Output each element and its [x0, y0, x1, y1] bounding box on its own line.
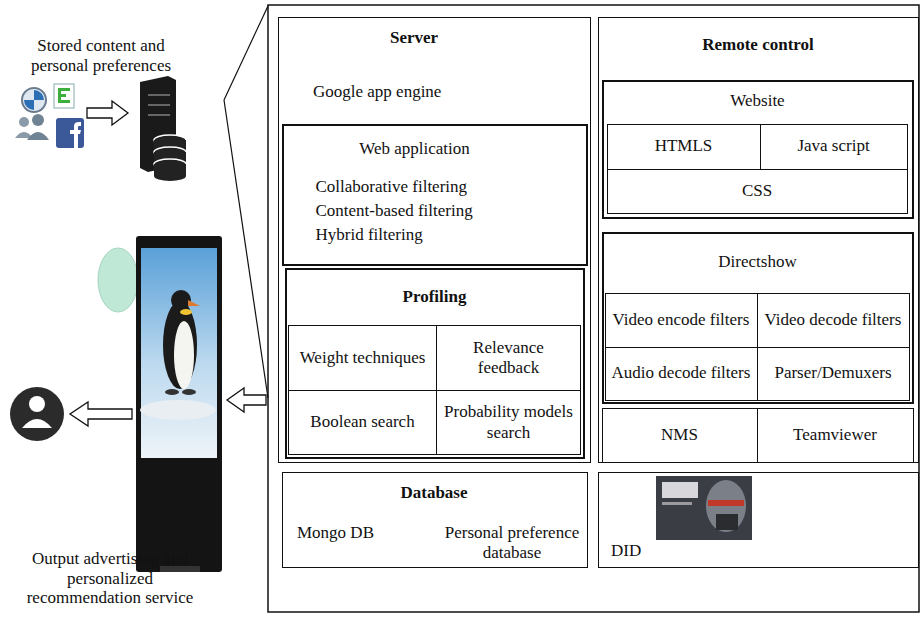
box-text: Mongo DB	[297, 523, 427, 543]
box-heading: Directshow	[604, 252, 912, 272]
component-cell: Parser/Demuxers	[757, 347, 910, 401]
server-icon	[140, 76, 186, 181]
box-heading: Teamviewer	[793, 425, 877, 445]
component-cell: CSS	[607, 169, 908, 214]
box-heading: Weight techniques	[300, 348, 426, 368]
box-heading: Audio decode filters	[612, 363, 751, 383]
module-box: DirectshowVideo encode filters Video deco…	[602, 232, 914, 404]
box-heading: DID	[611, 541, 671, 561]
box-heading: Website	[604, 91, 912, 111]
box-text: Personal preference database	[441, 523, 583, 564]
component-cell: Relevance feedback	[436, 325, 581, 391]
module-box: ServerGoogle app engineWeb applicationCo…	[278, 17, 591, 463]
component-cell: Probability models search	[436, 390, 581, 455]
kiosk-display	[136, 236, 222, 572]
content-icons	[15, 84, 84, 148]
caption-label: Stored content and personal preferences	[8, 36, 194, 75]
box-text: Hybrid filtering	[316, 225, 576, 245]
box-text: Content-based filtering	[316, 201, 576, 221]
component-cell: Java script	[760, 124, 908, 170]
module-box: Remote controlWebsiteHTMLS Java scriptCSS…	[598, 17, 919, 463]
module-box: DatabaseMongo DB Personal preference data…	[282, 472, 588, 568]
component-cell: HTMLS	[607, 124, 761, 170]
box-heading: Database	[283, 483, 585, 503]
bracket-line	[224, 100, 268, 398]
sensor-device	[98, 248, 138, 312]
box-heading: Server	[279, 28, 549, 48]
module-box: DID	[598, 472, 919, 568]
module-box: Web applicationCollaborative filteringCo…	[282, 124, 588, 266]
box-heading: Video decode filters	[765, 310, 902, 330]
box-heading: Parser/Demuxers	[774, 363, 891, 383]
component-cell: Video encode filters	[605, 293, 758, 348]
component-cell: NMS	[602, 408, 758, 463]
box-text: Google app engine	[313, 82, 563, 102]
poster-image	[656, 476, 752, 540]
box-heading: Boolean search	[310, 412, 414, 432]
component-cell: Weight techniques	[288, 325, 437, 391]
flow-arrow	[70, 402, 132, 426]
component-cell: Boolean search	[288, 390, 437, 455]
box-heading: Relevance feedback	[442, 338, 575, 379]
caption-label: Output advertising and personalized reco…	[10, 549, 210, 608]
box-heading: Web application	[284, 139, 546, 159]
module-box: WebsiteHTMLS Java scriptCSS	[602, 80, 914, 219]
user-icon	[10, 387, 64, 441]
box-text: Collaborative filtering	[316, 177, 576, 197]
component-cell: Video decode filters	[757, 293, 910, 348]
box-heading: Video encode filters	[613, 310, 750, 330]
box-heading: Java script	[797, 136, 869, 156]
box-heading: Remote control	[599, 35, 917, 55]
bracket-line	[224, 6, 268, 100]
box-heading: CSS	[742, 181, 772, 201]
component-cell: Teamviewer	[757, 408, 914, 463]
box-heading: Profiling	[287, 287, 583, 307]
box-heading: NMS	[661, 425, 698, 445]
box-heading: Probability models search	[442, 402, 575, 443]
box-heading: HTMLS	[655, 136, 713, 156]
system-frame	[268, 5, 919, 612]
module-box: ProfilingWeight techniques Relevance feed…	[285, 268, 585, 459]
component-cell: Audio decode filters	[605, 347, 758, 401]
flow-arrow	[87, 101, 128, 125]
flow-arrow	[227, 388, 266, 412]
